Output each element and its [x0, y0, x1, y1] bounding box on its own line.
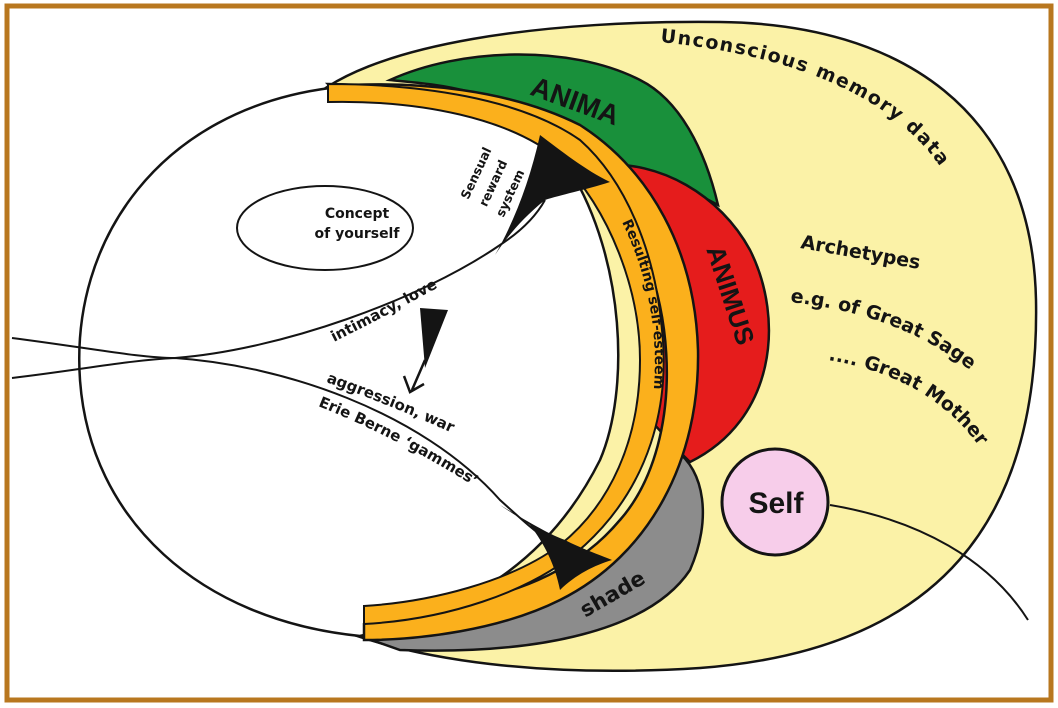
- concept-ellipse: [236, 185, 414, 271]
- self-label: Self: [748, 487, 804, 520]
- arrow-shaft: [402, 359, 427, 394]
- self-connector-line: [829, 504, 1029, 621]
- concept-label-1: Concept: [325, 206, 390, 222]
- aggression-line: [11, 356, 549, 541]
- intimacy-line: [11, 199, 546, 360]
- self-esteem-inner: [327, 82, 665, 626]
- aggression-wedge: [500, 505, 612, 590]
- arrow-head: [420, 308, 448, 368]
- sensual-wedge: [495, 135, 610, 255]
- self-circle: [720, 447, 830, 557]
- concept-label-2: of yourself: [315, 226, 401, 242]
